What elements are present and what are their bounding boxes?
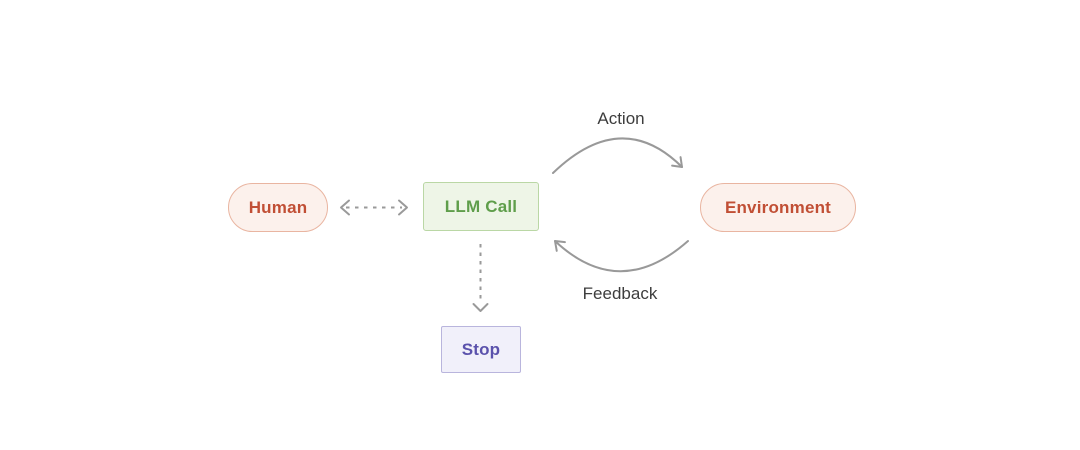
node-stop-label: Stop [461, 339, 501, 359]
feedback-edge-label: Feedback [582, 284, 658, 303]
node-human: Human [228, 183, 328, 232]
human-llm-dashed-double-arrow [340, 199, 408, 216]
node-llm-call-label: LLM Call [444, 196, 518, 216]
node-stop: Stop [441, 326, 521, 373]
node-environment: Environment [700, 183, 856, 232]
llm-stop-dashed-arrow [472, 244, 489, 312]
feedback-curved-arrow [554, 240, 689, 273]
action-edge-label: Action [597, 109, 645, 128]
action-curved-arrow [552, 137, 683, 174]
node-environment-label: Environment [724, 197, 832, 217]
node-human-label: Human [248, 197, 308, 217]
node-llm-call: LLM Call [423, 182, 539, 231]
